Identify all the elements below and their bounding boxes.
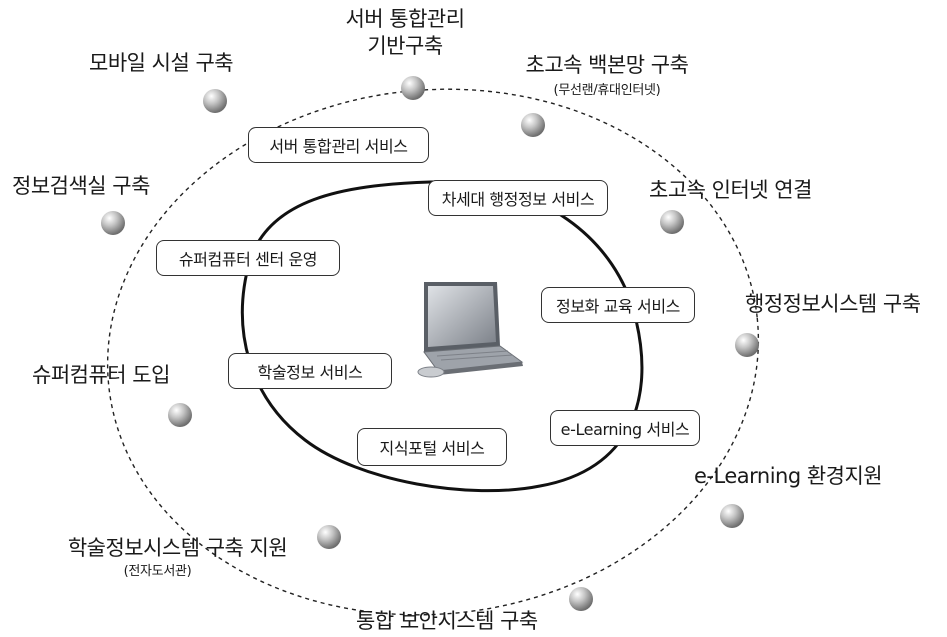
outer-item-backbone: 초고속 백본망 구축 (무선랜/휴대인터넷) xyxy=(512,53,702,98)
service-box-knowledge-portal: 지식포털 서비스 xyxy=(357,428,507,466)
service-box-education: 정보화 교육 서비스 xyxy=(541,287,695,323)
node-sphere xyxy=(569,587,593,611)
service-box-academic: 학술정보 서비스 xyxy=(228,353,392,389)
outer-item-label: 서버 통합관리 xyxy=(345,7,465,31)
service-box-next-admin: 차세대 행정정보 서비스 xyxy=(428,180,608,216)
service-box-elearning: e-Learning 서비스 xyxy=(550,410,700,446)
outer-item-academic-system: 학술정보시스템 구축 지원 (전자도서관) xyxy=(55,536,300,579)
service-box-supercomputer-center: 슈퍼컴퓨터 센터 운영 xyxy=(156,240,340,276)
node-sphere xyxy=(317,525,341,549)
outer-item-server: 서버 통합관리 기반구축 xyxy=(330,9,480,57)
node-sphere xyxy=(168,403,192,427)
laptop-icon xyxy=(417,282,524,378)
node-sphere xyxy=(521,113,545,137)
node-sphere xyxy=(401,76,425,100)
outer-item-security: 통합 보안시스템 구축 xyxy=(356,609,538,633)
outer-item-note: (무선랜/휴대인터넷) xyxy=(553,83,661,98)
node-sphere xyxy=(101,211,125,235)
outer-item-label: 학술정보시스템 구축 지원 xyxy=(67,536,288,560)
node-sphere xyxy=(660,210,684,234)
outer-item-label-line2: 기반구축 xyxy=(367,34,443,58)
node-sphere xyxy=(735,333,759,357)
service-box-server: 서버 통합관리 서비스 xyxy=(248,127,429,163)
outer-item-elearning-env: e-Learning 환경지원 xyxy=(694,464,883,488)
outer-item-search-room: 정보검색실 구축 xyxy=(12,174,150,198)
outer-item-supercomputer: 슈퍼컴퓨터 도입 xyxy=(32,363,170,387)
outer-item-label: 초고속 백본망 구축 xyxy=(525,53,689,77)
node-sphere xyxy=(720,504,744,528)
outer-item-internet: 초고속 인터넷 연결 xyxy=(649,178,812,202)
outer-item-mobile: 모바일 시설 구축 xyxy=(89,51,234,75)
outer-ring xyxy=(106,88,760,616)
outer-item-admin-system: 행정정보시스템 구축 xyxy=(745,292,921,316)
outer-item-note: (전자도서관) xyxy=(123,564,192,579)
node-sphere xyxy=(203,89,227,113)
